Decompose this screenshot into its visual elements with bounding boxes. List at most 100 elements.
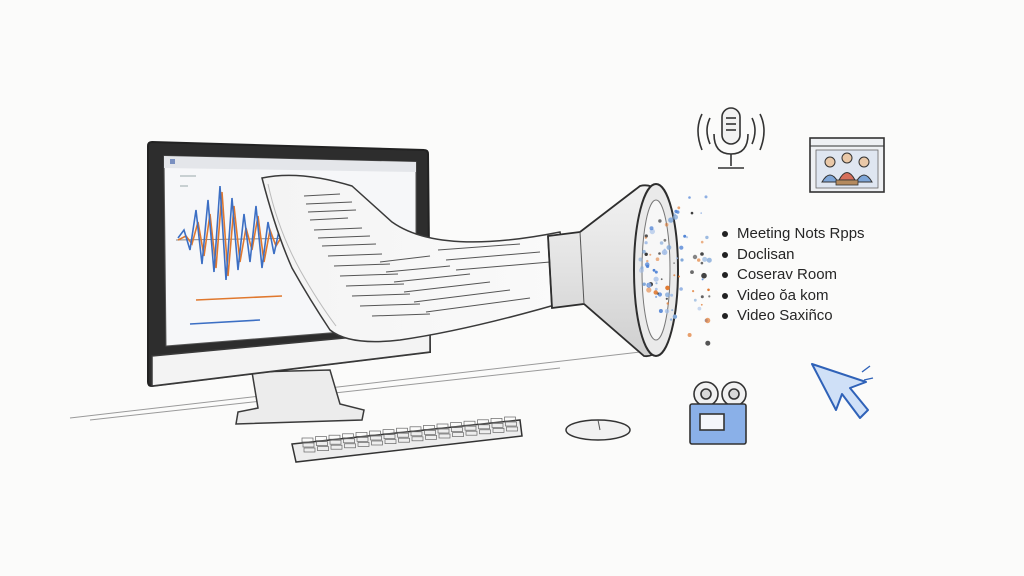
keyboard-key	[344, 443, 356, 449]
particle-dot	[707, 288, 710, 292]
video-conference-icon	[809, 137, 885, 193]
particle-dot	[701, 272, 707, 279]
particle-dot	[680, 258, 684, 262]
keyboard-key	[382, 429, 395, 434]
keyboard-key	[506, 426, 518, 432]
keyboard-key	[450, 422, 462, 427]
particle-dot	[655, 257, 660, 262]
keyboard-key	[317, 446, 329, 451]
keyboard-key	[436, 423, 449, 429]
keyboard-key	[371, 440, 383, 446]
particle-dot	[642, 249, 646, 254]
keyboard-key	[303, 447, 316, 453]
particle-dot	[665, 297, 668, 300]
bullet-icon	[722, 292, 728, 299]
feature-label: Video Saxiñco	[737, 307, 833, 324]
particle-dot	[700, 261, 704, 265]
keyboard-icon	[291, 416, 523, 463]
particle-dot	[700, 240, 704, 244]
particle-dot	[666, 302, 669, 305]
particle-dot	[663, 238, 667, 242]
particle-dot	[665, 292, 670, 298]
particle-dot	[673, 274, 676, 277]
particle-dot	[688, 196, 691, 199]
particle-dot	[649, 253, 652, 256]
particle-dot	[677, 206, 681, 210]
particle-dot	[655, 295, 658, 298]
feature-list-item: Video ŏa kom	[720, 286, 865, 307]
particle-dot	[697, 306, 702, 311]
particle-dot	[693, 298, 697, 302]
particle-dot	[692, 290, 695, 293]
particle-dot	[673, 262, 675, 264]
keyboard-key	[383, 434, 396, 439]
particle-dot	[649, 228, 655, 235]
keyboard-key	[490, 418, 503, 423]
bullet-icon	[722, 313, 728, 319]
keyboard-key	[479, 429, 491, 435]
bullet-icon	[722, 251, 728, 258]
keyboard-key	[411, 436, 424, 442]
particle-dot	[708, 295, 711, 298]
keyboard-key	[477, 419, 489, 425]
particle-dot	[658, 309, 663, 313]
particle-dot	[638, 257, 643, 262]
particle-dot	[640, 266, 644, 270]
keyboard-key	[409, 426, 422, 432]
particle-dot	[664, 222, 669, 227]
waveform-orange	[177, 191, 301, 277]
particle-dot	[690, 211, 694, 215]
particle-dot	[646, 259, 649, 263]
particle-dot	[700, 303, 703, 306]
keyboard-key	[330, 444, 343, 450]
particle-dot	[700, 295, 704, 299]
particle-dot	[669, 318, 673, 321]
particle-dot	[685, 236, 689, 239]
particle-dot	[649, 226, 654, 231]
keyboard-key	[301, 437, 314, 443]
particle-dot	[676, 210, 680, 214]
keyboard-key	[397, 432, 409, 438]
particle-dot	[654, 287, 658, 291]
keyboard-key	[384, 439, 397, 444]
particle-dot	[701, 278, 704, 281]
feature-list-item: Doclisan	[720, 245, 865, 266]
keyboard-key	[451, 427, 463, 432]
feature-label: Coserav Room	[737, 266, 838, 283]
keyboard-key	[342, 433, 354, 439]
particle-dot	[661, 249, 668, 256]
keyboard-key	[369, 430, 381, 436]
keyboard-key	[328, 434, 341, 440]
feature-list-item: Video Saxiñco	[720, 306, 865, 327]
particle-dot	[644, 236, 647, 239]
keyboard-key	[355, 432, 368, 437]
particle-dot	[652, 268, 656, 272]
keyboard-key	[425, 435, 437, 440]
particle-dot	[706, 257, 712, 263]
particle-dot	[660, 278, 663, 281]
particle-dot	[690, 270, 694, 274]
particle-dot	[644, 241, 648, 245]
keyboard-key	[463, 420, 476, 426]
cursor-arrow-icon	[811, 363, 874, 419]
particle-dot	[658, 219, 662, 223]
particle-dot	[646, 287, 652, 293]
particle-dot	[653, 290, 658, 295]
particle-dot	[700, 212, 702, 214]
feature-list-item: Coserav Room	[720, 265, 865, 286]
keyboard-key	[452, 432, 464, 437]
particle-dot	[679, 245, 684, 250]
particle-dot	[666, 245, 672, 250]
particle-dot	[644, 262, 650, 267]
particle-dot	[702, 256, 708, 262]
particle-dot	[692, 254, 698, 260]
particle-dot	[700, 252, 704, 256]
particle-dot	[642, 282, 646, 286]
particle-dot	[670, 293, 674, 297]
feature-list: Meeting Nots Rpps Doclisan Coserav Room …	[720, 224, 865, 327]
particle-dot	[697, 258, 701, 262]
particle-dot	[679, 287, 683, 291]
particle-dot	[647, 283, 652, 287]
feature-label: Video ŏa kom	[737, 286, 829, 304]
